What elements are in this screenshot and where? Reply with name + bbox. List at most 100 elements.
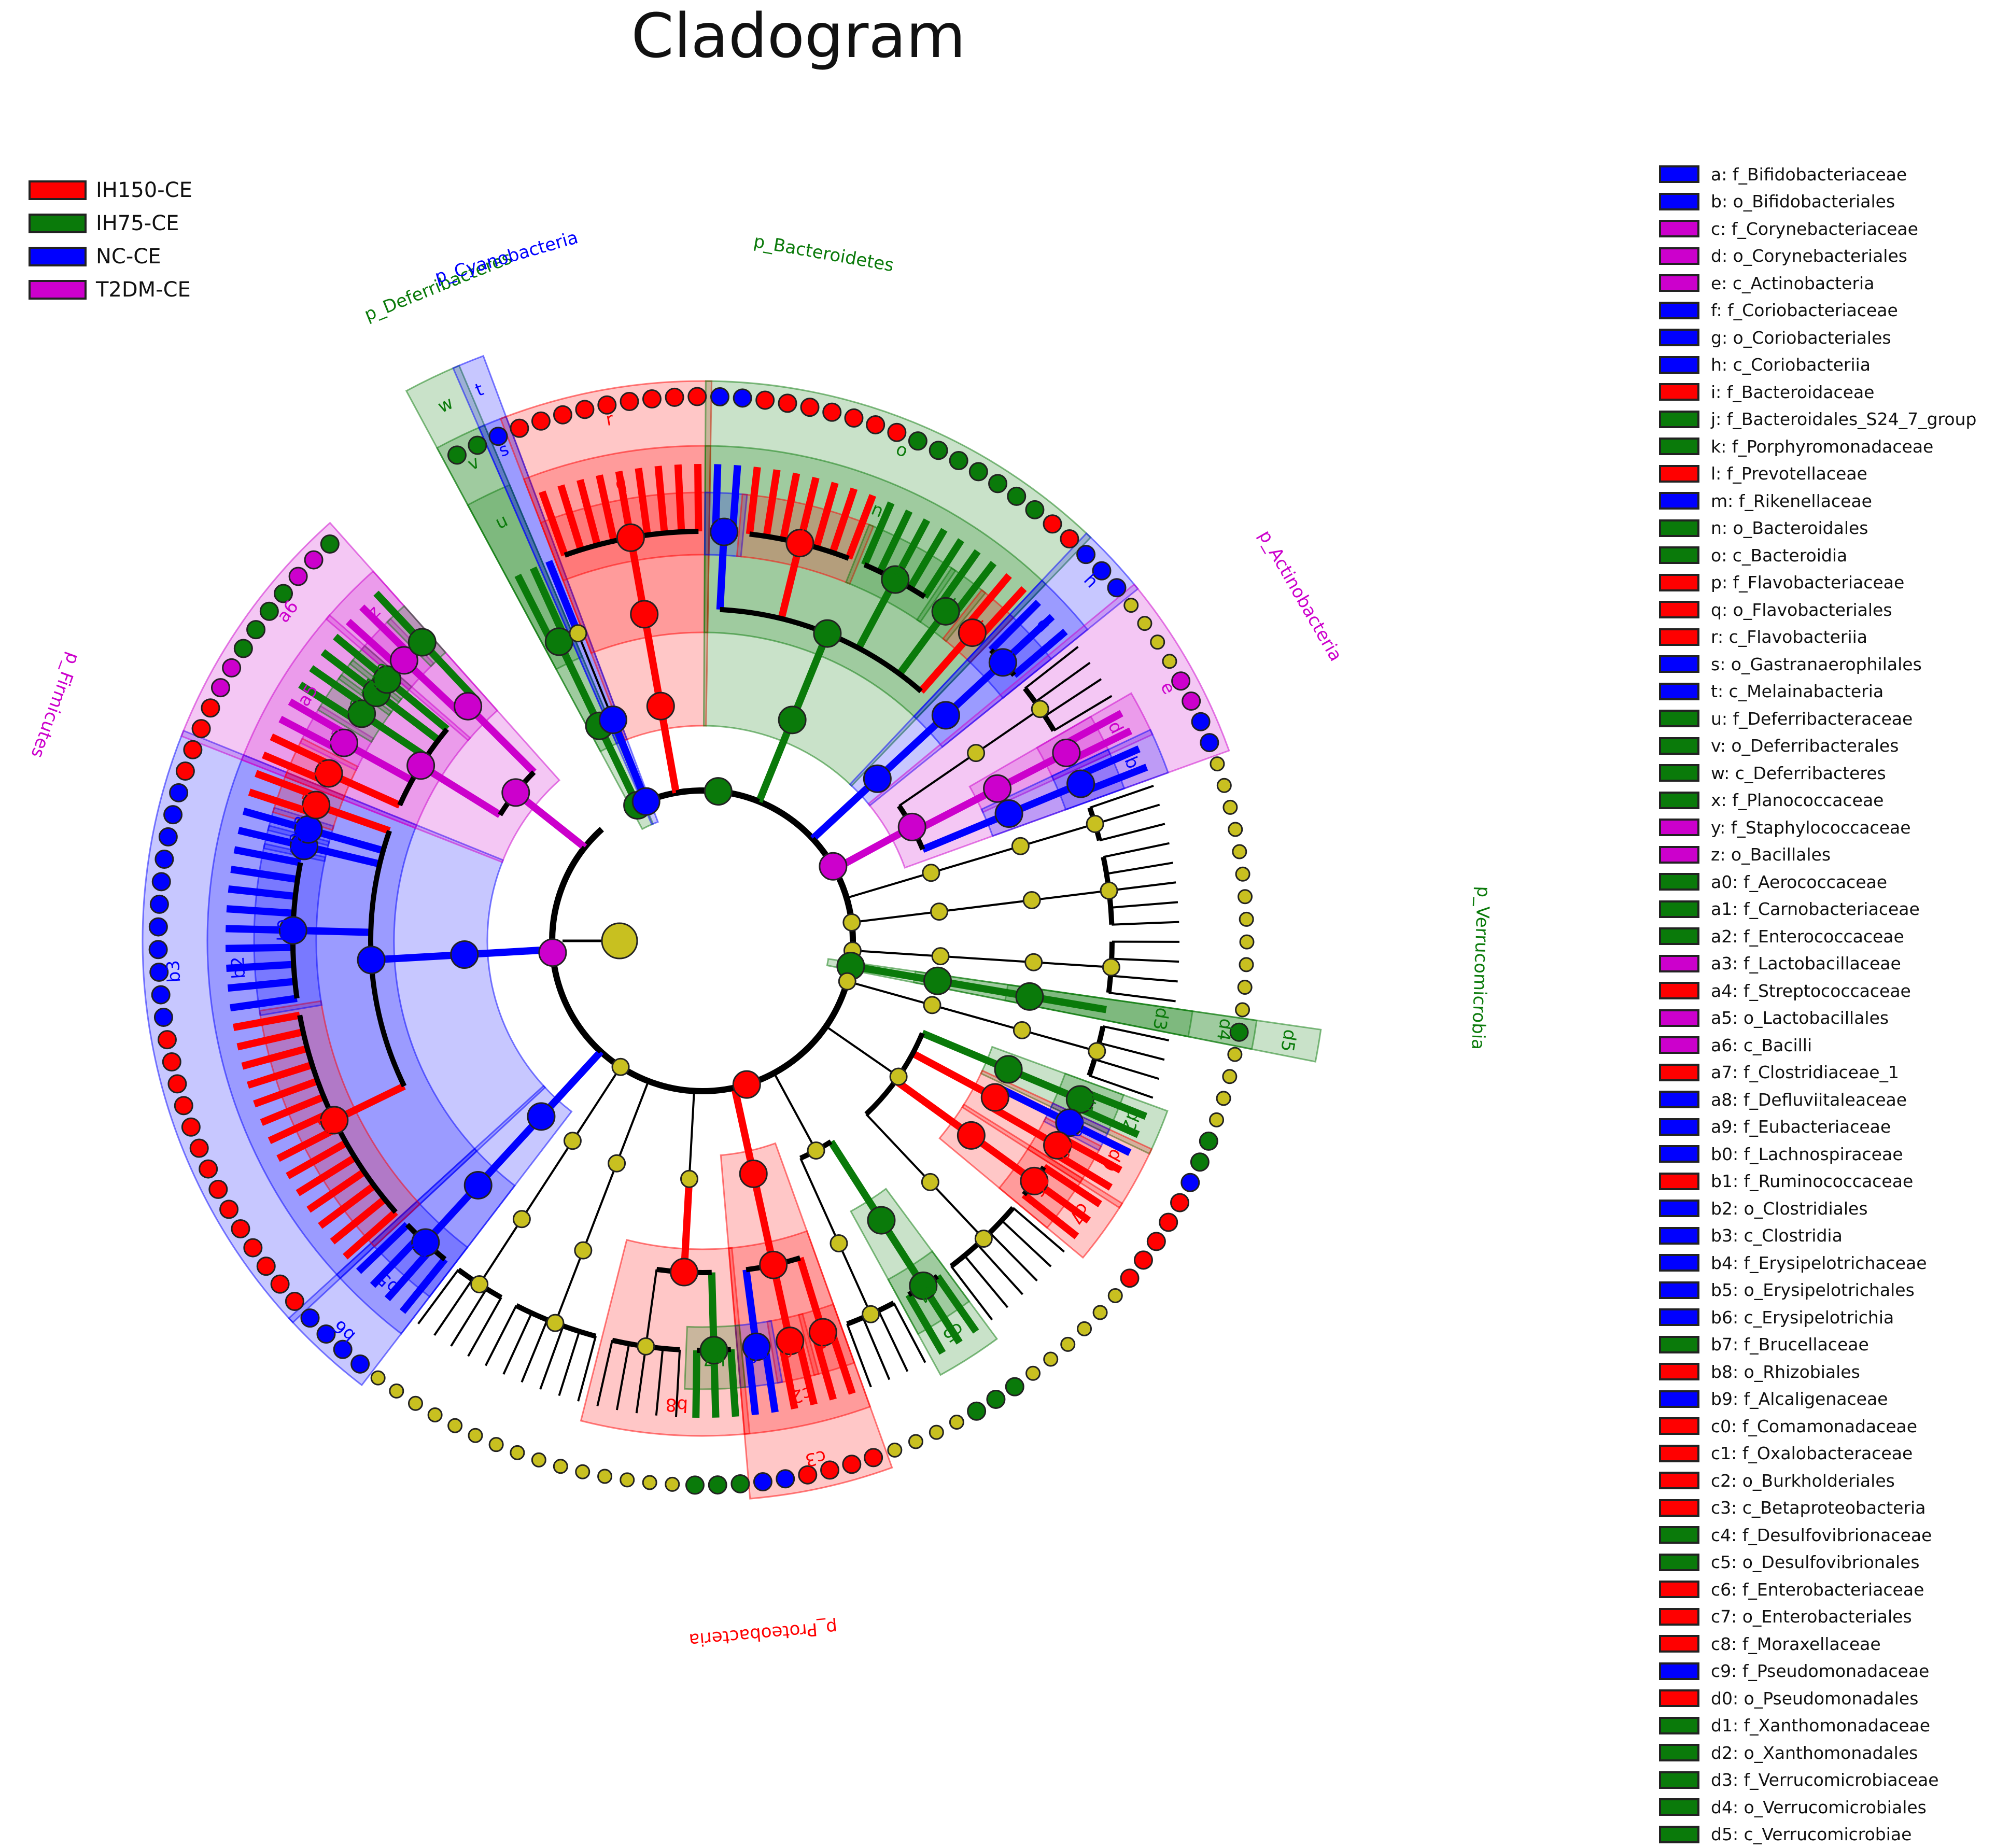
significant-node xyxy=(1061,530,1078,548)
tree-branch xyxy=(1109,882,1176,891)
significant-node xyxy=(289,568,307,585)
tree-branch xyxy=(1103,843,1169,857)
clade-legend-item: b7: f_Brucellaceae xyxy=(1659,1331,1976,1359)
clade-legend-swatch xyxy=(1659,1635,1699,1653)
clade-legend-label: d5: c_Verrucomicrobiae xyxy=(1711,1824,1911,1844)
clade-legend-swatch xyxy=(1659,846,1699,864)
node xyxy=(1014,1022,1030,1038)
clade-legend-item: b8: o_Rhizobiales xyxy=(1659,1358,1976,1386)
clade-legend-swatch xyxy=(1659,165,1699,183)
clade-legend-item: j: f_Bacteroidales_S24_7_group xyxy=(1659,406,1976,433)
clade-legend-label: y: f_Staphylococcaceae xyxy=(1711,817,1911,838)
tree-branch xyxy=(1020,824,1095,846)
clade-legend-swatch xyxy=(1659,1200,1699,1217)
clade-legend-item: b9: f_Alcaligenaceae xyxy=(1659,1386,1976,1413)
clade-legend-label: g: o_Coriobacteriales xyxy=(1711,328,1891,348)
significant-node xyxy=(286,1293,303,1310)
significant-node xyxy=(924,967,951,994)
group-legend-item: T2DM-CE xyxy=(29,273,192,306)
significant-node xyxy=(845,409,863,427)
clade-legend-label: a5: o_Lactobacillales xyxy=(1711,1008,1889,1028)
node xyxy=(1163,655,1176,668)
clade-legend-label: a0: f_Aerococcaceae xyxy=(1711,872,1887,892)
clade-legend-label: j: f_Bacteroidales_S24_7_group xyxy=(1711,409,1976,429)
node xyxy=(469,1429,482,1442)
significant-node xyxy=(740,1160,767,1187)
significant-node xyxy=(175,1097,192,1115)
group-legend-item: IH75-CE xyxy=(29,207,192,240)
clade-legend-item: t: c_Melainabacteria xyxy=(1659,678,1976,706)
significant-node xyxy=(981,1084,1008,1111)
significant-node xyxy=(448,446,466,464)
clade-legend-label: d3: f_Verrucomicrobiaceae xyxy=(1711,1770,1939,1790)
node xyxy=(932,948,949,965)
clade-legend-item: d0: o_Pseudomonadales xyxy=(1659,1685,1976,1712)
clade-legend-item: a4: f_Streptococcaceae xyxy=(1659,977,1976,1005)
significant-node xyxy=(244,1239,262,1257)
significant-node xyxy=(176,763,194,780)
significant-node xyxy=(301,1309,319,1327)
clade-legend-item: d1: f_Xanthomonadaceae xyxy=(1659,1712,1976,1740)
significant-node xyxy=(209,1180,227,1198)
significant-node xyxy=(1008,487,1025,505)
clade-legend-swatch xyxy=(1659,955,1699,972)
clade-legend-item: a1: f_Carnobacteriaceae xyxy=(1659,896,1976,923)
clade-legend-swatch xyxy=(1659,519,1699,537)
clade-legend-swatch xyxy=(1659,356,1699,374)
significant-node xyxy=(502,779,529,806)
node xyxy=(890,1068,907,1085)
clade-legend-swatch xyxy=(1659,683,1699,700)
chart-title: Cladogram xyxy=(0,0,1597,72)
clade-legend-label: m: f_Rikenellaceae xyxy=(1711,491,1872,511)
clade-legend-label: b4: f_Erysipelotrichaceae xyxy=(1711,1253,1927,1273)
significant-node xyxy=(932,702,959,729)
clade-legend-label: c8: f_Moraxellaceae xyxy=(1711,1634,1881,1654)
node xyxy=(950,1415,963,1429)
significant-node xyxy=(1121,1269,1138,1287)
clade-legend-swatch xyxy=(1659,1227,1699,1245)
significant-node xyxy=(868,1207,895,1234)
significant-node xyxy=(358,947,385,974)
node xyxy=(1236,867,1249,881)
clade-legend-item: d: o_Corynebacteriales xyxy=(1659,243,1976,270)
significant-node xyxy=(321,535,339,553)
tree-branch xyxy=(1100,824,1165,840)
significant-node xyxy=(732,1475,749,1492)
significant-node xyxy=(864,765,891,792)
clade-legend-label: u: f_Deferribacteraceae xyxy=(1711,709,1913,729)
significant-node xyxy=(158,1031,176,1049)
significant-node xyxy=(232,1220,249,1237)
clade-legend-item: h: c_Coriobacteriia xyxy=(1659,351,1976,379)
node xyxy=(471,1276,488,1292)
tree-branch xyxy=(1106,863,1173,873)
node xyxy=(638,1338,654,1355)
tree-branch xyxy=(847,873,931,898)
significant-node xyxy=(867,416,884,433)
node xyxy=(1093,1306,1107,1319)
significant-node xyxy=(995,1056,1022,1083)
clade-legend-label: c0: f_Comamonadaceae xyxy=(1711,1416,1917,1436)
clade-legend-swatch xyxy=(1659,1417,1699,1435)
significant-node xyxy=(666,388,683,406)
phylum-label: p_Verrucomicrobia xyxy=(1467,886,1494,1050)
clade-legend-swatch xyxy=(1659,546,1699,564)
clade-legend-swatch xyxy=(1659,1526,1699,1544)
clade-legend-item: g: o_Coriobacteriales xyxy=(1659,324,1976,351)
node xyxy=(968,745,985,761)
tree-branch xyxy=(480,1219,522,1285)
node xyxy=(576,1465,589,1478)
clade-legend-swatch xyxy=(1659,1662,1699,1680)
tree-branch xyxy=(866,1114,931,1182)
clade-legend-item: z: o_Bacillales xyxy=(1659,841,1976,869)
significant-node xyxy=(686,1476,704,1494)
significant-node xyxy=(950,452,967,470)
clade-legend-label: c6: f_Enterobacteriaceae xyxy=(1711,1579,1924,1600)
clade-legend-item: a7: f_Clostridiaceae_1 xyxy=(1659,1059,1976,1087)
node xyxy=(1138,617,1151,630)
clade-legend-swatch xyxy=(1659,601,1699,618)
clade-legend-item: n: o_Bacteroidales xyxy=(1659,515,1976,542)
clade-legend-label: a4: f_Streptococcaceae xyxy=(1711,981,1911,1001)
group-legend-label: T2DM-CE xyxy=(96,278,191,302)
clade-legend-item: l: f_Prevotellaceae xyxy=(1659,460,1976,488)
